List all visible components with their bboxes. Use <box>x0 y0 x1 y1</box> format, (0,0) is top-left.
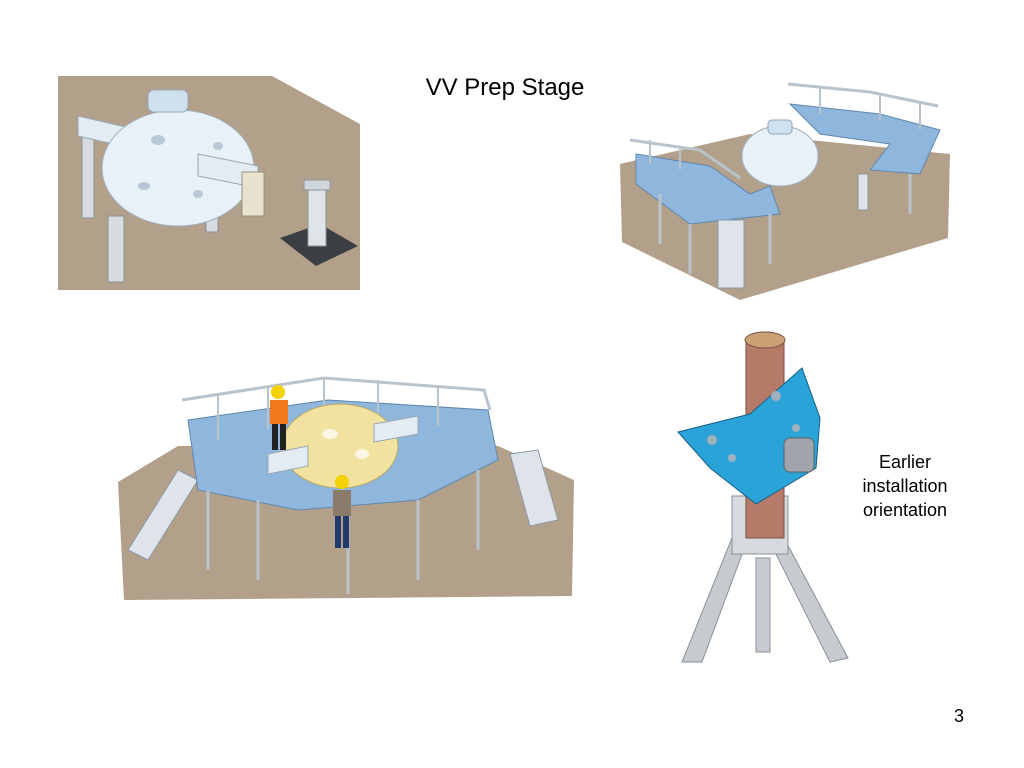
vessel-body <box>677 367 821 505</box>
worker <box>333 490 351 516</box>
column <box>857 173 869 211</box>
platform-with-vessel-render <box>620 74 950 302</box>
vessel-arm <box>373 415 419 443</box>
stair <box>717 219 745 289</box>
platform-with-workers-render <box>118 350 574 602</box>
platform-deck <box>788 103 941 175</box>
page-number: 3 <box>953 706 964 726</box>
figure-caption: Earlier installation orientation <box>846 450 964 522</box>
caption-line: orientation <box>862 500 948 520</box>
vessel-top-port <box>147 89 189 113</box>
caption-line: Earlier <box>878 452 931 472</box>
vessel-arm <box>267 445 309 475</box>
stand-leg <box>767 537 849 663</box>
worker-helmet <box>271 385 285 399</box>
vacuum-vessel-on-supports-render <box>58 76 360 290</box>
platform-deck <box>635 153 781 225</box>
caption-line: installation <box>862 476 948 496</box>
worker-helmet <box>335 475 349 489</box>
support-post <box>107 215 125 283</box>
railing <box>629 138 741 180</box>
stair <box>509 449 559 527</box>
vessel-body <box>741 125 819 187</box>
railing <box>787 82 939 108</box>
support-post <box>81 127 95 219</box>
clamp <box>241 171 265 217</box>
worker <box>270 400 288 424</box>
earlier-orientation-render <box>672 328 862 672</box>
stand-leg <box>755 557 771 653</box>
slide-title: VV Prep Stage <box>425 74 585 101</box>
stand-leg <box>681 537 749 663</box>
column <box>307 185 327 247</box>
railing <box>181 376 492 411</box>
